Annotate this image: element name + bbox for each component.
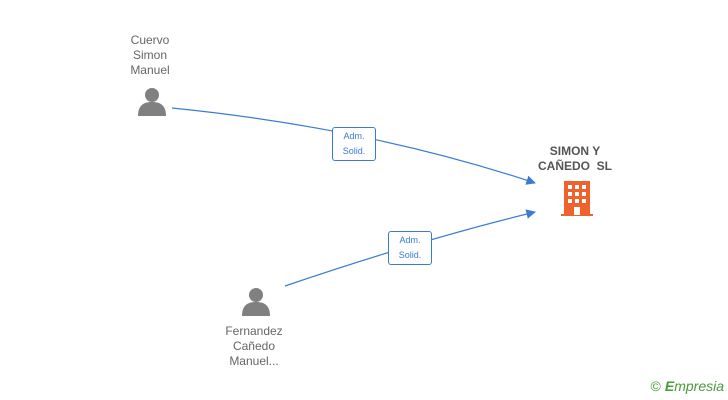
person-bottom-label[interactable]: Fernandez Cañedo Manuel... <box>209 324 299 369</box>
person-top-line-3: Manuel <box>130 63 170 77</box>
person-top-label[interactable]: Cuervo Simon Manuel <box>110 33 190 78</box>
brand-initial: E <box>664 378 675 394</box>
person-icon[interactable] <box>242 288 270 316</box>
edge-label-top: Adm. Solid. <box>332 127 376 161</box>
person-bottom-line-2: Cañedo <box>232 339 276 353</box>
brand-name: mpresia <box>674 378 724 394</box>
edge-label-top-line-2: Solid. <box>342 146 366 156</box>
person-top-line-1: Cuervo <box>130 33 170 47</box>
company-line-1: SIMON Y <box>549 144 601 158</box>
person-top-line-2: Simon <box>132 48 167 62</box>
company-label[interactable]: SIMON Y CAÑEDO SL <box>520 144 630 174</box>
edge-label-top-line-1: Adm. <box>343 131 365 141</box>
person-bottom-line-1: Fernandez <box>225 324 283 338</box>
brand-watermark: ©Empresia <box>651 378 724 394</box>
company-line-2: CAÑEDO SL <box>537 159 612 173</box>
copyright-symbol: © <box>650 378 661 394</box>
person-bottom-line-3: Manuel... <box>229 354 279 368</box>
person-icon[interactable] <box>138 88 166 116</box>
edge-label-bottom-line-1: Adm. <box>399 235 421 245</box>
building-icon[interactable] <box>561 181 593 216</box>
edge-label-bottom-line-2: Solid. <box>398 250 422 260</box>
edge-label-bottom: Adm. Solid. <box>388 231 432 265</box>
